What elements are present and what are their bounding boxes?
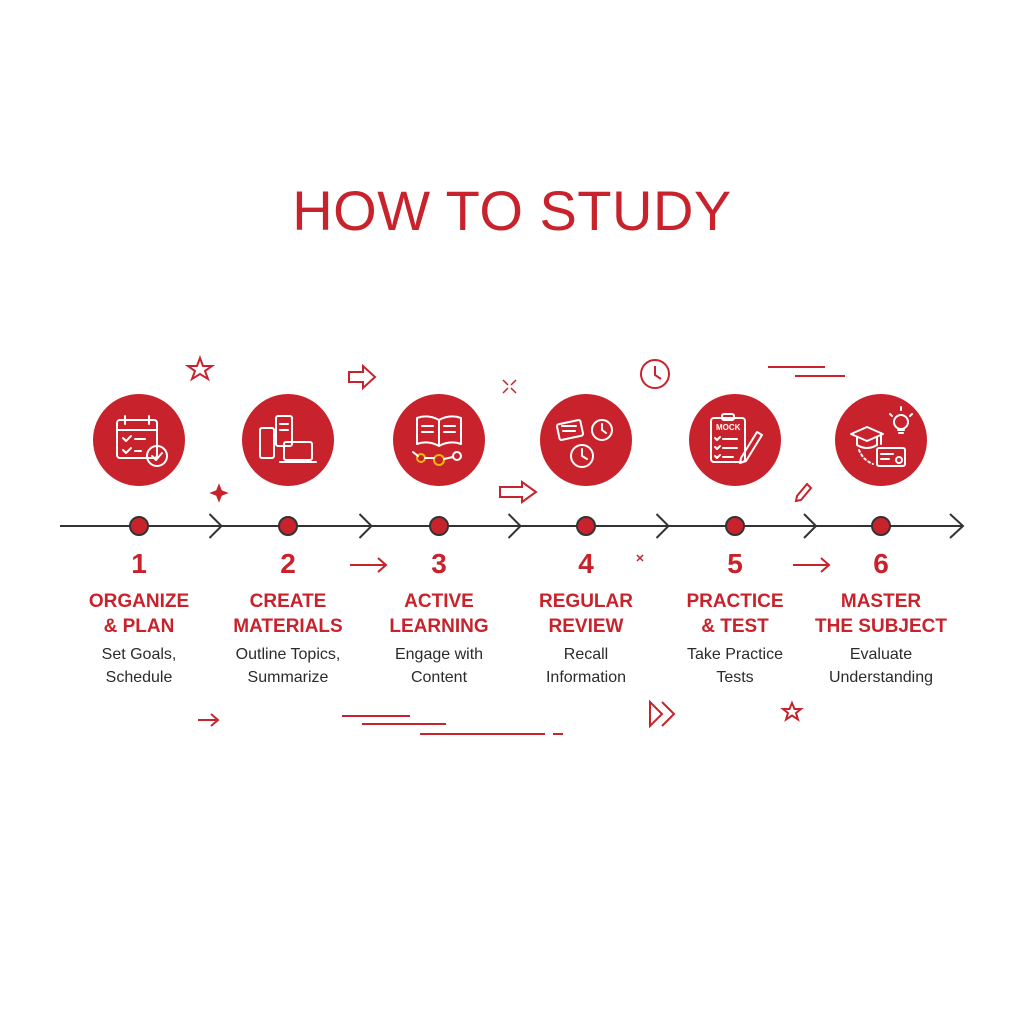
timeline-dot-5 [725,516,745,536]
clipboard-label: MOCK [716,423,741,432]
timeline-dot-3 [429,516,449,536]
arrow-outline-icon [348,363,377,391]
clock-hands-icon [654,366,662,380]
mock-test-clipboard-icon: MOCK [710,413,763,464]
timeline-chevron-5 [803,513,818,539]
step-title-line: & PLAN [103,616,175,637]
step-3-icon-circle [393,394,485,486]
timeline-chevron-3 [507,513,522,539]
timeline-dot-4 [576,516,596,536]
flashcards-clock-icon [555,419,613,468]
step-description-line: Engage with [394,646,484,663]
step-title-line: MATERIALS [233,616,343,637]
step-5-icon-circle: MOCK [689,394,781,486]
step-description: Outline Topics, Summarize [213,643,363,689]
step-title: CREATE MATERIALS [213,589,363,639]
step-description-line: Recall [563,646,609,663]
timeline-chevrons [208,513,818,539]
step-title-line: THE SUBJECT [815,616,947,637]
step-title: REGULAR REVIEW [511,589,661,639]
play-arrow-icon [649,699,676,729]
step-title-line: PRACTICE [686,591,784,612]
step-description-line: Set Goals, [101,646,177,663]
step-description-line: Outline Topics, [235,646,341,663]
icon-circle-bg [540,394,632,486]
step-title-line: ACTIVE [404,591,474,612]
timeline-dots [129,516,891,536]
pencil-icon [794,482,813,503]
step-number: 4 [578,548,594,579]
step-1-icon-circle [93,394,185,486]
books-laptop-icon [259,415,317,463]
arrow-icon [793,557,831,573]
step-title: ORGANIZE & PLAN [64,589,214,639]
step-title-line: MASTER [840,591,922,612]
star-icon [780,700,804,722]
step-title-line: ORGANIZE [88,591,190,612]
step-number: 3 [431,548,447,579]
step-description-line: Take Practice [686,646,784,663]
step-title: PRACTICE & TEST [660,589,810,639]
step-number: 1 [131,548,147,579]
timeline-chevron-1 [208,513,223,539]
step-number: 5 [727,548,743,579]
timeline-chevron-4 [655,513,670,539]
step-title-line: REGULAR [539,591,633,612]
timeline-dot-1 [129,516,149,536]
open-book-mindmap-icon [412,415,462,466]
timeline-dot-2 [278,516,298,536]
step-title: MASTER THE SUBJECT [806,589,956,639]
step-title-line: CREATE [249,591,327,612]
sparkle-icon [636,554,644,562]
step-2-icon-circle [242,394,334,486]
step-description-line: Understanding [828,669,934,686]
timeline-chevron-2 [358,513,373,539]
step-title: ACTIVE LEARNING [364,589,514,639]
step-description-line: Schedule [105,669,173,686]
step-title-line: & TEST [701,616,769,637]
step-4-icon-circle [540,394,632,486]
step-description: Set Goals, Schedule [64,643,214,689]
clock-icon [640,359,670,389]
step-description-line: Content [410,669,468,686]
page-title: HOW TO STUDY [292,179,732,242]
sparkle-icon [502,379,517,394]
star-icon [184,355,216,382]
arrow-icon [350,557,388,573]
step-description-line: Evaluate [849,646,913,663]
step-description-line: Tests [716,669,754,686]
step-icon-circles: MOCK [93,394,927,486]
step-description-line: Information [545,669,627,686]
double-arrow-icon [198,713,220,727]
step-description-line: Summarize [247,669,329,686]
step-6-icon-circle [835,394,927,486]
calendar-check-icon [116,415,168,467]
timeline-dot-6 [871,516,891,536]
timeline-end-arrow [949,513,965,539]
icon-circle-bg [242,394,334,486]
step-title-line: LEARNING [389,616,489,637]
step-number: 2 [280,548,296,579]
arrow-outline-icon [499,480,538,504]
sparkle-filled-icon [209,483,229,503]
decorations [184,355,845,735]
step-number: 6 [873,548,889,579]
graduation-cap-icon [850,406,913,467]
step-title-line: REVIEW [548,616,624,637]
